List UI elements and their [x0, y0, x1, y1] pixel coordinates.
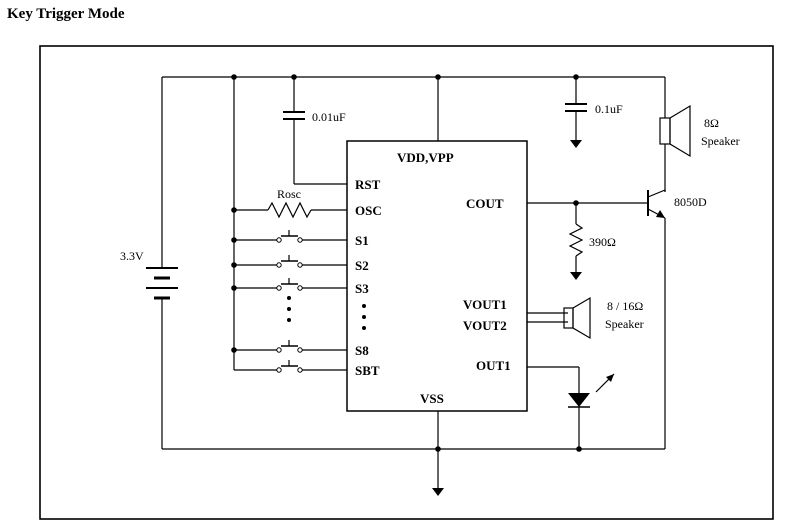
switch-s2 — [234, 255, 347, 266]
pin-s3: S3 — [355, 281, 369, 296]
pin-out1: OUT1 — [476, 358, 511, 373]
pin-s1: S1 — [355, 233, 369, 248]
ic-bottom-label: VSS — [420, 391, 444, 406]
pin-sbt: SBT — [355, 363, 380, 378]
speaker2-label: Speaker — [605, 317, 644, 331]
page-title: Key Trigger Mode — [7, 6, 125, 22]
switch-s8 — [234, 340, 347, 351]
pin-rst: RST — [355, 177, 381, 192]
speaker1-label: Speaker — [701, 134, 740, 148]
pin-osc: OSC — [355, 203, 382, 218]
pin-s8: S8 — [355, 343, 369, 358]
speaker1-value: 8Ω — [704, 116, 719, 130]
battery-label: 3.3V — [120, 249, 144, 263]
ic-top-label: VDD,VPP — [397, 150, 454, 165]
transistor-label: 8050D — [674, 195, 707, 209]
rosc-label: Rosc — [277, 187, 301, 201]
cap-rst-label: 0.01uF — [312, 110, 346, 124]
battery-symbol — [146, 267, 178, 300]
ic-body — [346, 140, 528, 412]
pin-s2: S2 — [355, 258, 369, 273]
outer-frame — [39, 45, 774, 520]
resistor-label: 390Ω — [589, 235, 616, 249]
pin-cout: COUT — [466, 196, 504, 211]
cap-vdd-label: 0.1uF — [595, 102, 623, 116]
pin-vout1: VOUT1 — [463, 297, 507, 312]
speaker2-value: 8 / 16Ω — [607, 299, 643, 313]
switch-sbt — [234, 360, 347, 371]
switch-s3 — [234, 278, 347, 289]
switch-s1 — [234, 230, 347, 241]
pin-vout2: VOUT2 — [463, 318, 507, 333]
